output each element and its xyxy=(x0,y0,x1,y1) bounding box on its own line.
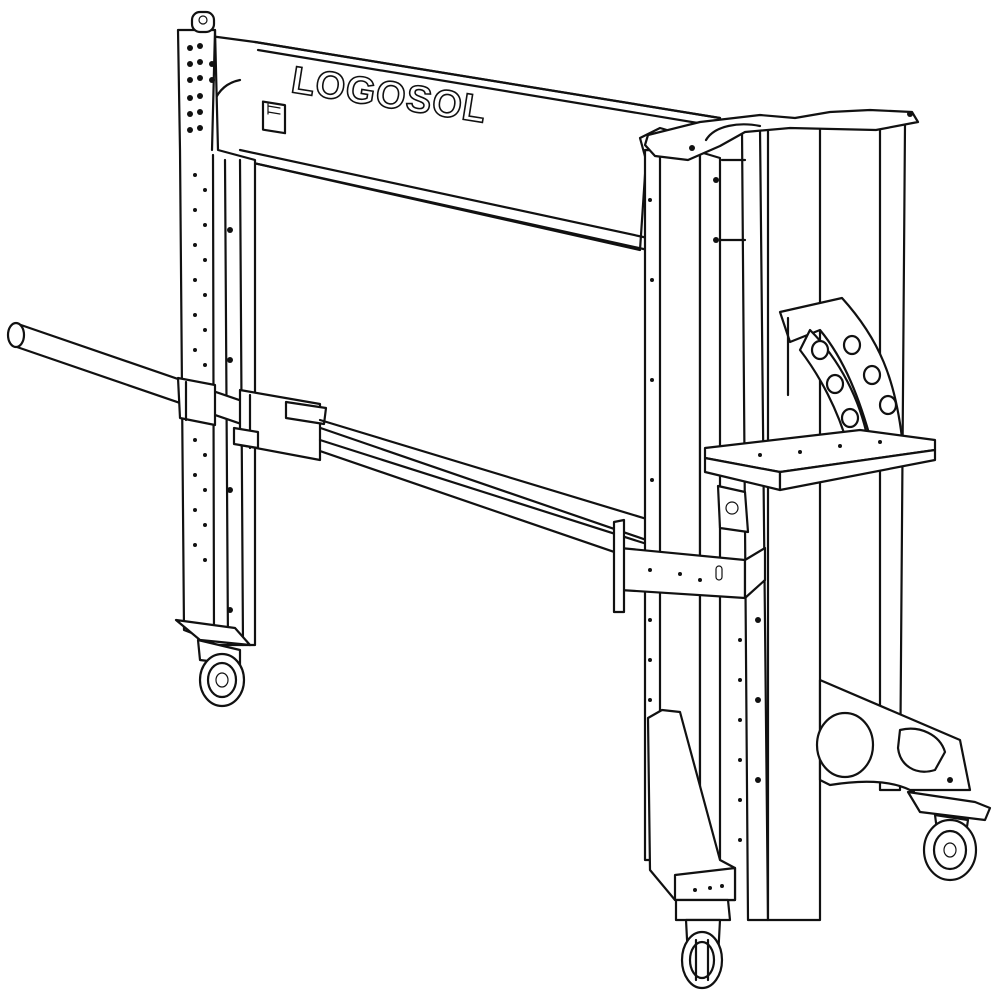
long-rail xyxy=(318,418,652,547)
left-post-holes xyxy=(187,43,233,613)
top-beam xyxy=(178,30,722,252)
front-right-caster xyxy=(674,898,732,990)
curved-bracket xyxy=(778,296,904,448)
right-post-holes xyxy=(648,177,761,842)
pole-clamp-left xyxy=(176,376,328,462)
horizontal-pole xyxy=(6,321,692,580)
shelf-platform xyxy=(703,428,937,492)
right-base xyxy=(815,678,972,795)
rear-right-caster xyxy=(906,790,992,882)
right-top-plate xyxy=(643,108,920,162)
logosol-mark-icon xyxy=(261,100,287,135)
side-plate xyxy=(716,484,750,534)
right-post-foot xyxy=(646,708,737,902)
left-caster xyxy=(174,618,252,708)
pole-clamp-right xyxy=(612,518,767,614)
